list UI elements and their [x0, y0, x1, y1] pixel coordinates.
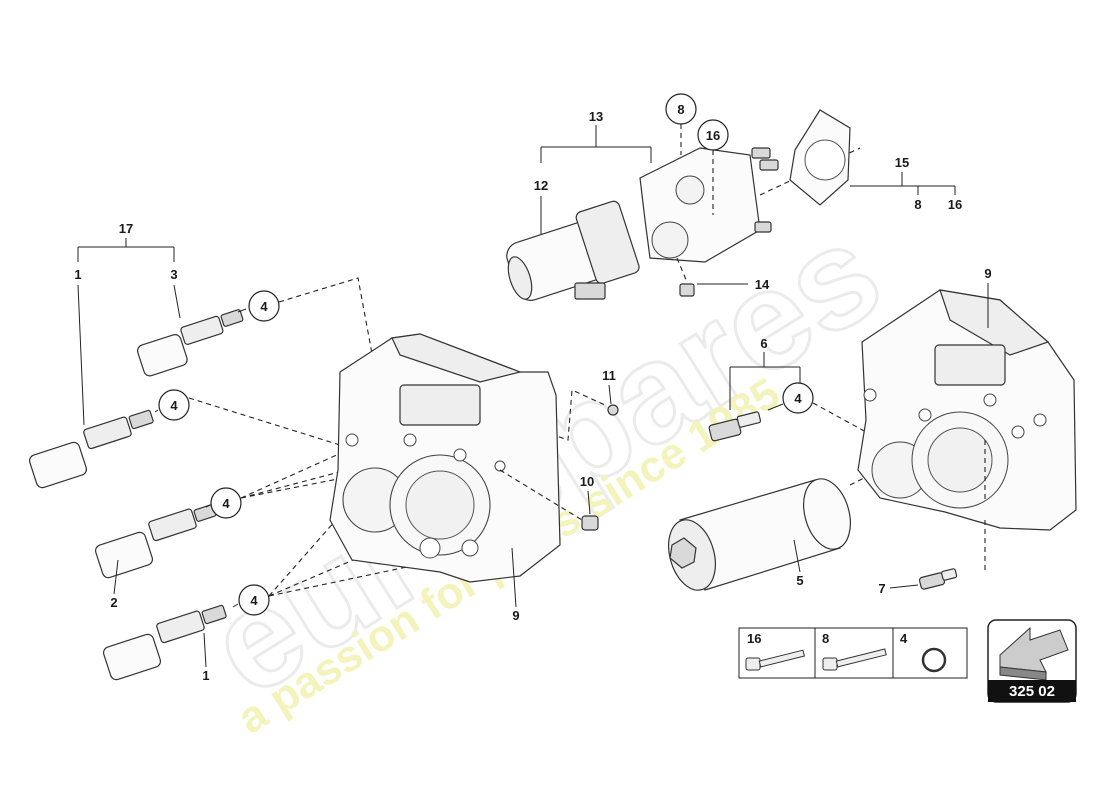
- callout-9-left: 9: [512, 608, 519, 623]
- sensor-6[interactable]: [708, 411, 762, 442]
- bracket-6: [729, 352, 801, 410]
- callout-16-sub: 16: [948, 197, 962, 212]
- bleed-screw-14[interactable]: [679, 283, 695, 297]
- svg-text:4: 4: [794, 391, 802, 406]
- o-ring-4-icon: [921, 647, 947, 673]
- callout-4-circle-2: 4: [158, 389, 190, 421]
- page-code-badge: 325 02: [987, 619, 1077, 703]
- callout-6: 6: [760, 336, 767, 351]
- legend-item-4: 4: [900, 631, 908, 646]
- bolt-16-icon: [745, 649, 805, 671]
- callout-15: 15: [895, 155, 909, 170]
- plug-10[interactable]: [581, 515, 599, 531]
- solenoid-valve-1-upper[interactable]: [28, 409, 154, 489]
- callout-10: 10: [580, 474, 594, 489]
- solenoid-valve-3[interactable]: [136, 309, 244, 377]
- callout-14: 14: [755, 277, 770, 292]
- arrow-icon: [999, 626, 1069, 681]
- transmission-housing-right[interactable]: [857, 289, 1077, 531]
- callout-13: 13: [589, 109, 603, 124]
- callout-3: 3: [170, 267, 177, 282]
- electric-motor-12[interactable]: [503, 200, 640, 304]
- callout-4-circle-3: 4: [210, 487, 242, 519]
- svg-text:4: 4: [260, 299, 268, 314]
- callout-8-sub: 8: [914, 197, 921, 212]
- callout-4-circle-5: 4: [782, 382, 814, 414]
- callout-11: 11: [602, 368, 616, 383]
- callout-2: 2: [110, 595, 117, 610]
- callout-1-bottom: 1: [202, 668, 209, 683]
- temperature-sensor-7[interactable]: [918, 568, 958, 590]
- legend-item-8: 8: [822, 631, 829, 646]
- callout-7: 7: [878, 581, 885, 596]
- gasket-15[interactable]: [789, 109, 851, 206]
- bracket-15: [850, 172, 956, 195]
- svg-text:4: 4: [170, 398, 178, 413]
- bracket-17: [77, 238, 175, 262]
- svg-text:4: 4: [222, 496, 230, 511]
- callout-16-circle: 16: [697, 119, 729, 151]
- callout-9-right: 9: [984, 266, 991, 281]
- callout-12: 12: [534, 178, 548, 193]
- hardware-legend: 16 8 4: [738, 627, 968, 679]
- bolt-8-icon: [822, 648, 887, 671]
- svg-text:4: 4: [250, 593, 258, 608]
- transmission-housing-left[interactable]: [329, 333, 561, 583]
- callout-1-top: 1: [74, 267, 81, 282]
- callout-5: 5: [796, 573, 803, 588]
- legend-item-16: 16: [747, 631, 761, 646]
- page-code: 325 02: [1009, 683, 1055, 700]
- callout-17: 17: [119, 221, 133, 236]
- pump-housing-13[interactable]: [639, 147, 779, 263]
- svg-text:16: 16: [706, 128, 720, 143]
- callout-4-circle-1: 4: [248, 290, 280, 322]
- solenoid-valve-2[interactable]: [94, 504, 217, 579]
- svg-text:8: 8: [677, 102, 684, 117]
- oil-filter-5[interactable]: [661, 473, 858, 595]
- callout-8-circle: 8: [665, 93, 697, 125]
- plug-11[interactable]: [607, 404, 619, 416]
- solenoid-valve-1-lower[interactable]: [102, 604, 227, 681]
- bracket-13: [540, 125, 652, 163]
- callout-4-circle-4: 4: [238, 584, 270, 616]
